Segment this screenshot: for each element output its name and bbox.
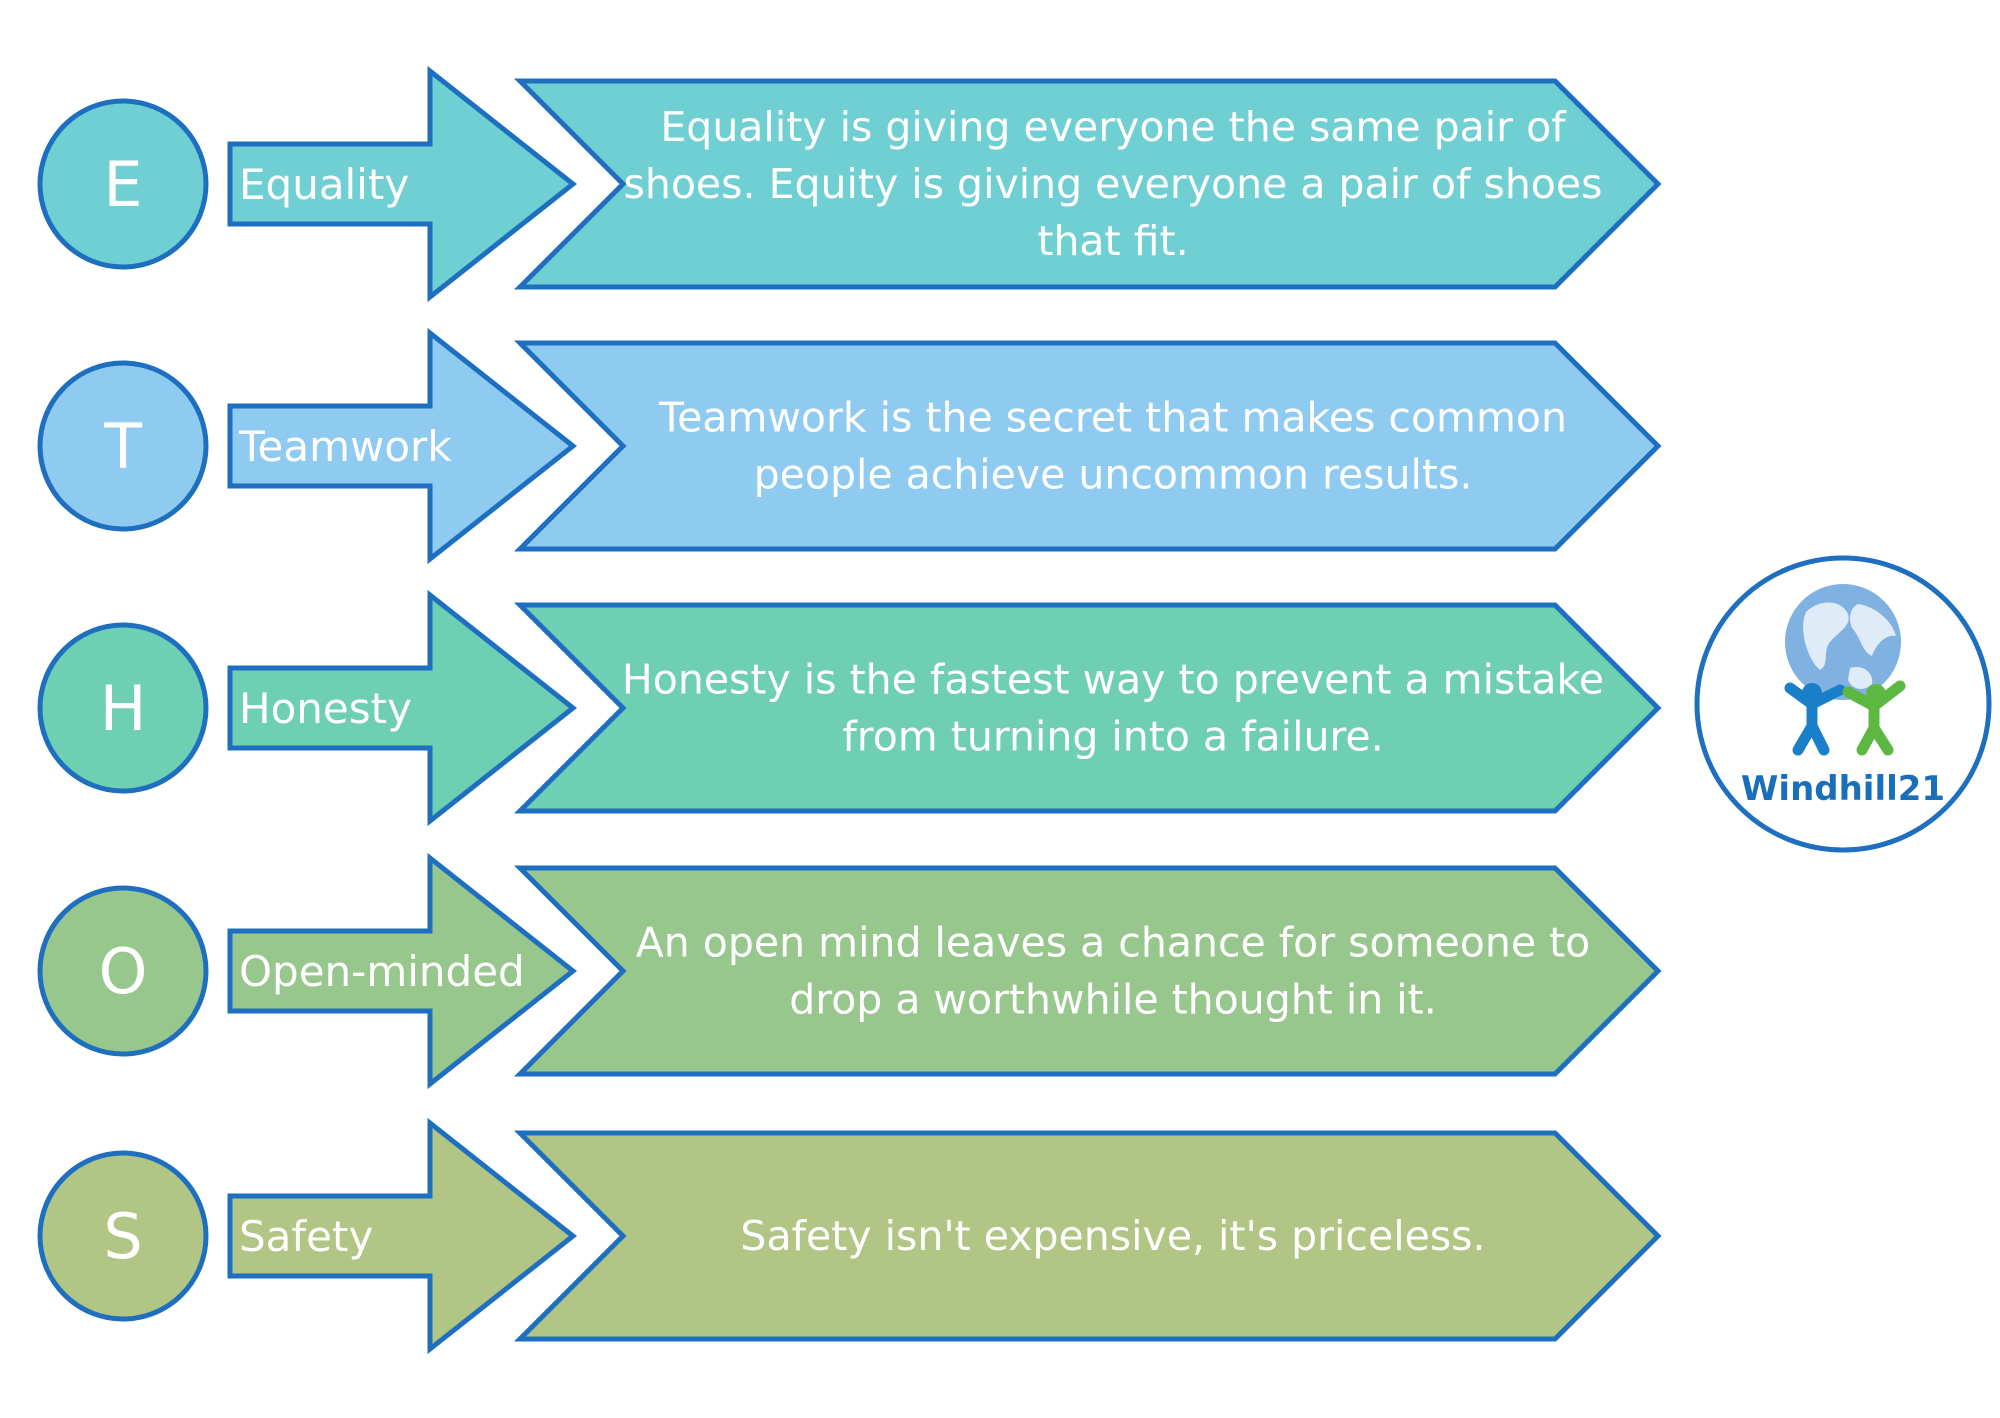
- ethos-row-open-minded: O Open-minded An open mind leaves a chance…: [37, 852, 1662, 1090]
- logo-circle: [1694, 555, 1992, 853]
- quote-line: shoes. Equity is giving everyone a pair …: [624, 160, 1603, 208]
- quote-line: that fit.: [1037, 217, 1188, 265]
- logo-text: Windhill21: [1741, 769, 1945, 809]
- value-arrow: [227, 589, 578, 827]
- quote-chevron: [513, 1130, 1662, 1342]
- letter-circle: [37, 622, 209, 794]
- value-word: Open-minded: [239, 947, 525, 996]
- value-arrow: [227, 65, 578, 303]
- globe-land: [1848, 666, 1873, 689]
- value-word: Safety: [239, 1212, 373, 1261]
- value-word: Teamwork: [238, 422, 452, 471]
- ethos-row-teamwork: T Teamwork Teamwork is the secret that mak…: [37, 327, 1662, 565]
- quote-line: drop a worthwhile thought in it.: [789, 976, 1437, 1024]
- letter-circle: [37, 98, 209, 270]
- letter-circle: [37, 360, 209, 532]
- globe-shape: [1785, 584, 1901, 700]
- value-word: Honesty: [239, 684, 412, 733]
- letter-label: T: [103, 410, 143, 483]
- value-arrow: [227, 852, 578, 1090]
- quote-line: people achieve uncommon results.: [754, 451, 1473, 499]
- letter-circle: [37, 885, 209, 1057]
- quote-line: Teamwork is the secret that makes common: [658, 394, 1567, 442]
- letter-label: S: [103, 1200, 142, 1273]
- ethos-row-equality: E Equality Equality is giving everyone the…: [37, 65, 1662, 303]
- quote-line: Honesty is the fastest way to prevent a …: [622, 656, 1604, 704]
- ethos-row-safety: S Safety Safety isn't expensive, it's pric…: [37, 1117, 1662, 1355]
- quote-chevron: [513, 602, 1662, 814]
- windhill21-logo: Windhill21: [1694, 555, 1992, 853]
- person-body: [1784, 682, 1846, 756]
- quote-line: Equality is giving everyone the same pai…: [660, 103, 1567, 151]
- value-arrow: [227, 1117, 578, 1355]
- letter-label: O: [99, 935, 148, 1008]
- quote-line: An open mind leaves a chance for someone…: [636, 919, 1591, 967]
- quote-chevron: [513, 865, 1662, 1077]
- quote-line: Safety isn't expensive, it's priceless.: [740, 1212, 1485, 1260]
- letter-label: E: [103, 148, 142, 221]
- quote-chevron: [513, 340, 1662, 552]
- globe-land: [1850, 604, 1896, 656]
- ethos-row-honesty: H Honesty Honesty is the fastest way to pr…: [37, 589, 1662, 827]
- value-word: Equality: [239, 160, 409, 209]
- person-body: [1842, 680, 1906, 756]
- quote-line: from turning into a failure.: [842, 713, 1383, 761]
- globe-with-people-icon: [1784, 584, 1906, 756]
- letter-label: H: [100, 672, 147, 745]
- globe-land: [1803, 602, 1849, 670]
- letter-circle: [37, 1150, 209, 1322]
- value-arrow: [227, 327, 578, 565]
- quote-chevron: [513, 78, 1662, 290]
